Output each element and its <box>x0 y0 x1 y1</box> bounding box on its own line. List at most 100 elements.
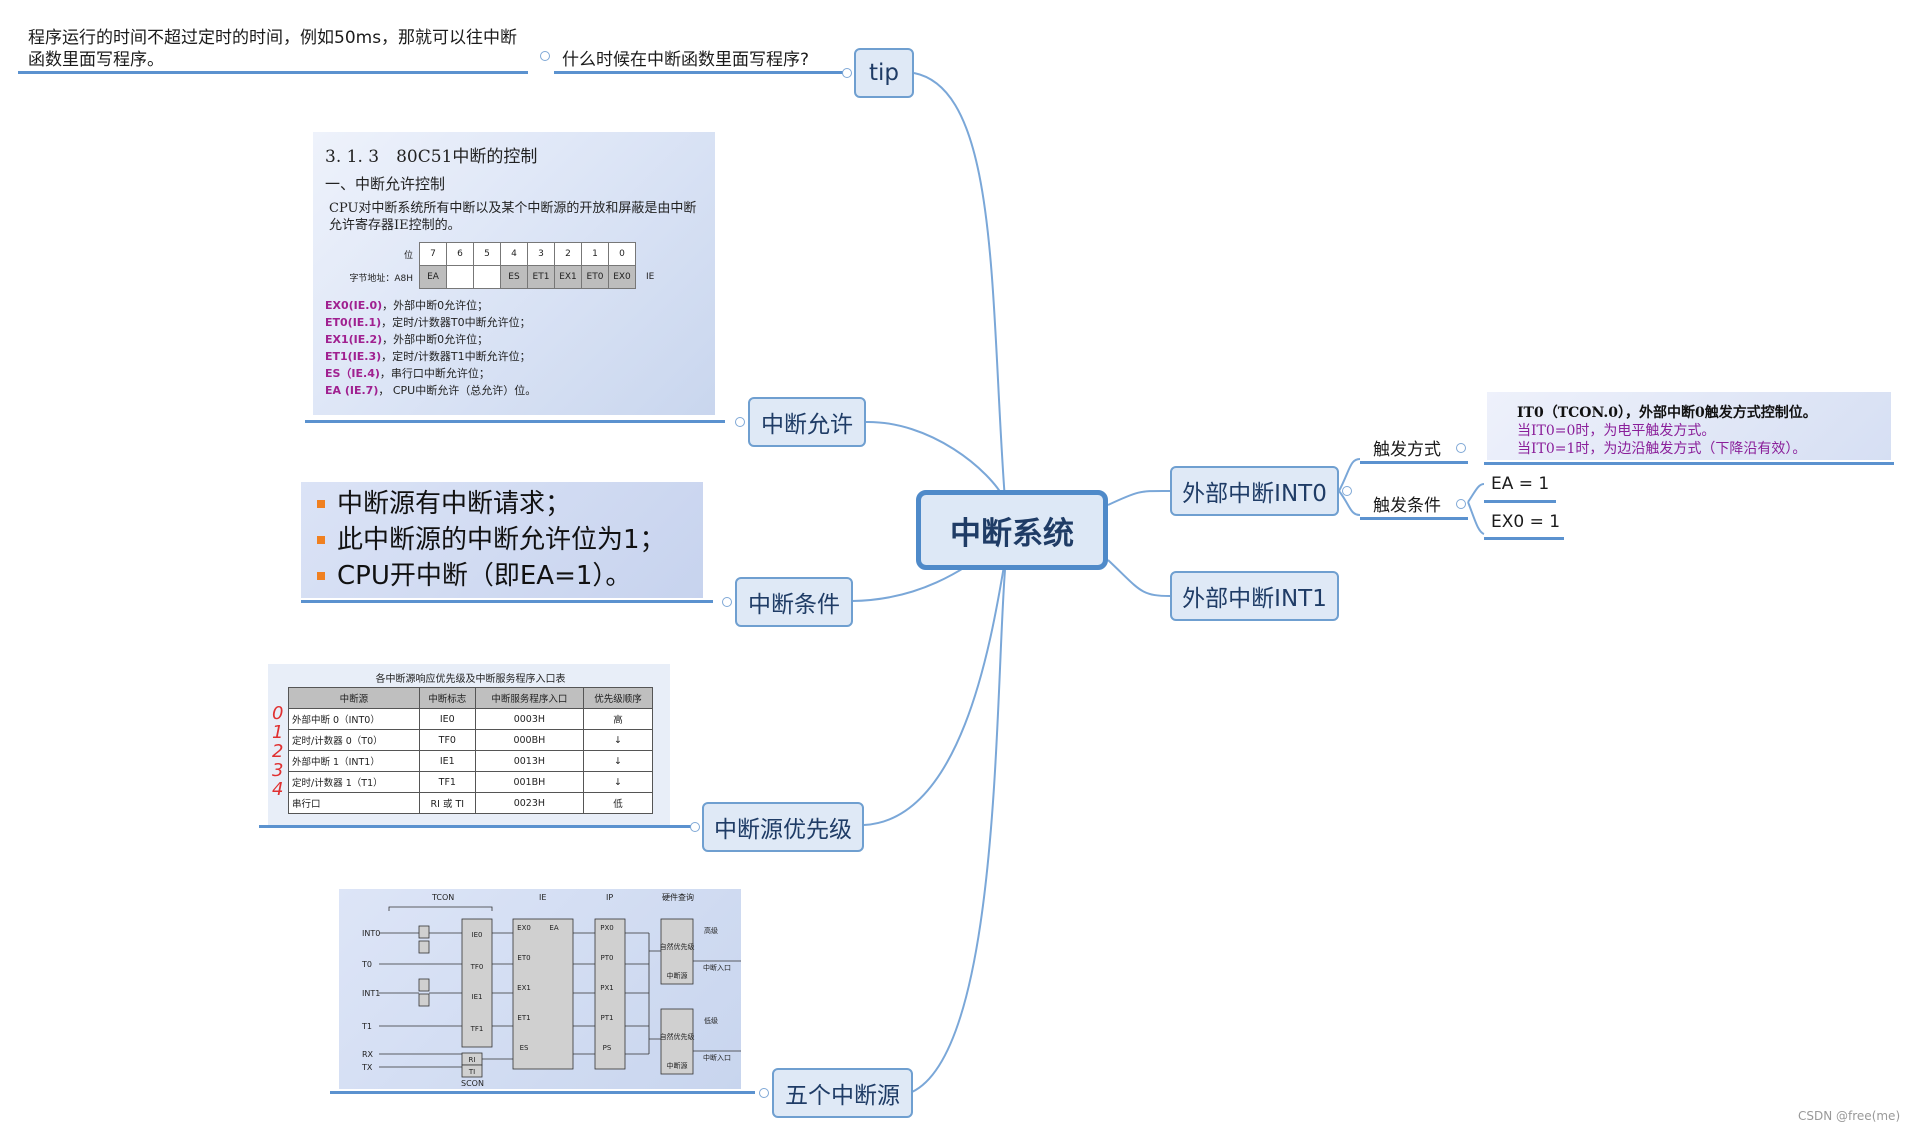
int0-collapse-toggle[interactable] <box>1342 486 1352 496</box>
svg-text:IE0: IE0 <box>472 931 483 939</box>
address-label: 字节地址：A8H <box>349 273 413 284</box>
branch-allow[interactable]: 中断允许 <box>748 397 866 447</box>
svg-text:PS: PS <box>603 1044 612 1052</box>
branch-tip[interactable]: tip <box>854 48 914 98</box>
ie-register-table: 位 7 6 5 4 3 2 1 0 字节地址：A8H EA ES ET1 EX1… <box>331 242 704 289</box>
svg-text:TF1: TF1 <box>470 1025 484 1033</box>
slide-description: CPU对中断系统所有中断以及某个中断源的开放和屏蔽是由中断允许寄存器IE控制的。 <box>329 201 697 233</box>
ie-bit-item: ET1(IE.3)，定时/计数器T1中断允许位； <box>325 350 531 363</box>
ie-bit-list: EX0(IE.0)，外部中断0允许位； ET0(IE.1)，定时/计数器T0中断… <box>325 297 703 399</box>
ie-bit-item: EX1(IE.2)，外部中断0允许位； <box>325 333 489 346</box>
register-name: IE <box>646 272 655 282</box>
svg-text:EX1: EX1 <box>517 984 531 992</box>
trigger-image-underline <box>1484 462 1894 465</box>
svg-text:T1: T1 <box>361 1022 372 1031</box>
svg-text:INT1: INT1 <box>362 989 380 998</box>
branch-int1-label: 外部中断INT1 <box>1182 586 1327 612</box>
branch-five-sources[interactable]: 五个中断源 <box>772 1068 913 1118</box>
svg-text:PX1: PX1 <box>600 984 613 992</box>
cell-et1: ET1 <box>527 265 555 289</box>
condition-item: CPU开中断（即EA=1）。 <box>317 558 703 594</box>
interrupt-structure-diagram: TCON IE IP 硬件查询 SCON INT0 T0 INT1 T1 RX … <box>339 889 741 1089</box>
tip-answer-line2: 函数里面写程序。 <box>28 50 164 70</box>
root-label: 中断系统 <box>950 515 1074 552</box>
trigger-mode-label: 触发方式 <box>1373 440 1441 460</box>
ie-bit-item: ES（IE.4)，串行口中断允许位； <box>325 367 490 380</box>
bit-4: 4 <box>500 242 528 266</box>
svg-text:INT0: INT0 <box>362 929 380 938</box>
svg-text:自然优先级: 自然优先级 <box>660 1032 695 1041</box>
trigger-text-line: 当IT0=1时，为边沿触发方式（下降沿有效）。 <box>1517 441 1807 457</box>
svg-text:TCON: TCON <box>431 893 454 902</box>
svg-text:TF0: TF0 <box>470 963 484 971</box>
svg-text:ES: ES <box>520 1044 529 1052</box>
cell-ex0: EX0 <box>608 265 636 289</box>
handwritten-numbers: 0 1 2 3 4 <box>272 703 284 800</box>
tip-question: 什么时候在中断函数里面写程序? <box>562 50 810 70</box>
bit-5: 5 <box>473 242 501 266</box>
bit-row-label: 位 <box>403 250 413 261</box>
svg-text:IP: IP <box>606 893 613 902</box>
svg-text:RI: RI <box>469 1056 476 1064</box>
svg-text:中断入口: 中断入口 <box>703 1053 731 1062</box>
ie-bit-item: EA (IE.7)， CPU中断允许（总允许）位。 <box>325 384 537 397</box>
branch-priority[interactable]: 中断源优先级 <box>702 802 864 852</box>
cell-es: ES <box>500 265 528 289</box>
slide-subheading: 一、中断允许控制 <box>325 175 446 193</box>
allow-collapse-toggle[interactable] <box>735 417 745 427</box>
svg-text:TX: TX <box>361 1063 373 1072</box>
condition-item: 中断源有中断请求； <box>317 486 703 522</box>
five-underline <box>330 1091 755 1094</box>
priority-underline <box>259 825 691 828</box>
ie-bit-item: ET0(IE.1)，定时/计数器T0中断允许位； <box>325 316 531 329</box>
condition-ea: EA = 1 <box>1491 474 1550 494</box>
bit-6: 6 <box>446 242 474 266</box>
tip-question-underline <box>554 71 851 74</box>
svg-text:PT0: PT0 <box>601 954 614 962</box>
ie-register-slide: 3. 1. 3 80C51中断的控制 一、中断允许控制 CPU对中断系统所有中断… <box>313 132 715 415</box>
cell-et0: ET0 <box>581 265 609 289</box>
trigger-condition-toggle[interactable] <box>1456 499 1466 509</box>
five-collapse-toggle[interactable] <box>759 1088 769 1098</box>
cell-blank-5 <box>473 265 501 289</box>
svg-text:中断入口: 中断入口 <box>703 963 731 972</box>
allow-underline <box>305 420 725 423</box>
ie-bit-item: EX0(IE.0)，外部中断0允许位； <box>325 299 489 312</box>
branch-int0-label: 外部中断INT0 <box>1182 481 1327 507</box>
bit-0: 0 <box>608 242 636 266</box>
cell-ex1: EX1 <box>554 265 582 289</box>
bit-2: 2 <box>554 242 582 266</box>
branch-tip-label: tip <box>868 60 899 86</box>
branch-int1[interactable]: 外部中断INT1 <box>1170 571 1339 621</box>
cell-ea: EA <box>419 265 447 289</box>
trigger-condition-label: 触发条件 <box>1373 496 1441 516</box>
branch-priority-label: 中断源优先级 <box>714 817 852 843</box>
condition-ex0-underline <box>1484 537 1564 540</box>
trigger-condition-underline <box>1360 517 1468 520</box>
branch-five-label: 五个中断源 <box>785 1083 900 1109</box>
svg-text:RX: RX <box>362 1050 374 1059</box>
trigger-text-line: 当IT0=0时，为电平触发方式。 <box>1517 423 1716 439</box>
root-node[interactable]: 中断系统 <box>916 490 1108 570</box>
svg-text:TI: TI <box>468 1068 475 1076</box>
trigger-mode-toggle[interactable] <box>1456 443 1466 453</box>
bit-1: 1 <box>581 242 609 266</box>
svg-text:PX0: PX0 <box>600 924 613 932</box>
tip-node-toggle[interactable] <box>842 68 852 78</box>
svg-text:硬件查询: 硬件查询 <box>662 892 694 902</box>
branch-allow-label: 中断允许 <box>761 412 853 438</box>
svg-text:IE1: IE1 <box>472 993 483 1001</box>
branch-condition[interactable]: 中断条件 <box>735 577 853 627</box>
tip-collapse-toggle[interactable] <box>540 51 550 61</box>
svg-text:高级: 高级 <box>704 926 718 935</box>
condition-collapse-toggle[interactable] <box>722 597 732 607</box>
priority-collapse-toggle[interactable] <box>690 822 700 832</box>
col-header: 中断服务程序入口 <box>474 687 584 709</box>
branch-int0[interactable]: 外部中断INT0 <box>1170 466 1339 516</box>
svg-text:ET1: ET1 <box>517 1014 530 1022</box>
interrupt-structure-svg: TCON IE IP 硬件查询 SCON INT0 T0 INT1 T1 RX … <box>361 892 741 1088</box>
